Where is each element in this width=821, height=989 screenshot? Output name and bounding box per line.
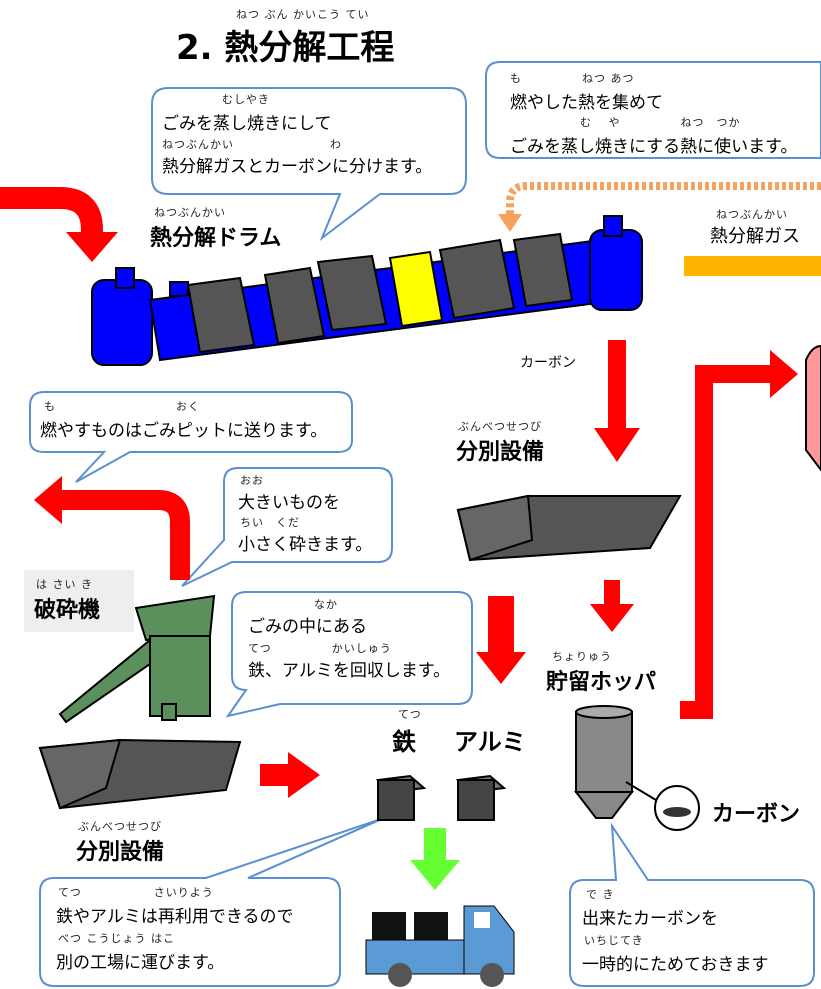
heat-line-1: 燃やした熱を集めて <box>510 93 663 113</box>
drum-ruby: ねつぶんかい <box>154 206 226 219</box>
hopper-to-tank-arrowhead <box>770 350 798 398</box>
burn-line: 燃やすものはごみピットに送ります。 <box>40 421 328 441</box>
hopper-ruby: ちょりゅう <box>552 650 612 663</box>
crush-ruby-1: おお <box>240 474 264 487</box>
hopper-to-tank-arrow <box>680 365 772 719</box>
recover-ruby-1: なか <box>314 598 338 611</box>
gas-label: 熱分解ガス <box>710 226 800 247</box>
callout-recycle <box>39 817 385 987</box>
callout-burn <box>29 391 353 483</box>
page-title: 2. 熱分解工程 <box>176 28 395 68</box>
burn-ruby: も おく <box>44 400 200 413</box>
recover-down-arrowhead <box>476 652 526 684</box>
steam-line-1: ごみを蒸し焼きにして <box>162 114 332 134</box>
crush-ruby-2: ちい くだ <box>240 516 300 529</box>
hopper-label: 貯留ホッパ <box>546 670 657 695</box>
callout-heat <box>485 61 821 159</box>
separator-1-shape <box>456 494 682 562</box>
callout-recover <box>225 591 473 718</box>
recycle-ruby-2: べつ こうじょう はこ <box>58 932 175 945</box>
crusher-return-arrow <box>60 490 190 580</box>
recover-down-shaft <box>488 596 514 652</box>
callout-crush <box>181 467 393 587</box>
sep-to-hopper-arrowhead <box>590 604 634 632</box>
storage-tank <box>805 344 821 472</box>
carbon-flow-label: カーボン <box>520 355 576 371</box>
separator2-label: 分別設備 <box>76 840 165 865</box>
truck-arrow-shaft <box>424 828 446 862</box>
truck-arrow-arrowhead <box>410 860 460 890</box>
separator-2-shape <box>38 738 242 810</box>
callout-steam <box>151 87 467 242</box>
input-arrowhead <box>66 232 118 262</box>
store-ruby-2: いちじてき <box>584 934 644 947</box>
sep2-to-metal-shaft <box>260 764 290 786</box>
crush-line-2: 小さく砕きます。 <box>238 535 373 555</box>
steam-ruby-1: むしやき <box>222 93 270 106</box>
recover-ruby-2: てつ かいしゅう <box>248 642 392 655</box>
callout-store <box>569 822 815 987</box>
separator2-ruby: ぶんべつせつび <box>78 820 162 833</box>
carbon-label: カーボン <box>712 802 801 827</box>
recover-line-1: ごみの中にある <box>248 617 367 637</box>
sep2-to-metal-arrowhead <box>288 752 320 798</box>
separator1-label: 分別設備 <box>456 440 545 465</box>
gas-pipe <box>684 256 821 276</box>
crusher-shape <box>58 594 216 724</box>
separator1-ruby: ぶんべつせつび <box>458 420 542 433</box>
heat-return-arrowhead <box>498 214 522 232</box>
aluminum-label: アルミ <box>454 728 526 756</box>
steam-ruby-2: ねつぶんかい わ <box>162 138 342 151</box>
input-arrow <box>0 187 103 240</box>
recover-line-2: 鉄、アルミを回収します。 <box>248 661 451 681</box>
recycle-line-2: 別の工場に運びます。 <box>56 953 225 973</box>
truck <box>365 905 515 987</box>
store-line-1: 出来たカーボンを <box>582 909 718 929</box>
aluminum-cube <box>455 774 507 821</box>
store-ruby-1: で き <box>586 888 615 901</box>
iron-label: 鉄 <box>392 728 416 756</box>
iron-cube <box>375 774 427 821</box>
carbon-down-shaft <box>608 340 626 430</box>
sep-to-hopper-shaft <box>604 580 620 604</box>
store-line-2: 一時的にためておきます <box>582 955 769 975</box>
gas-ruby: ねつぶんかい <box>716 208 788 221</box>
recycle-line-1: 鉄やアルミは再利用できるので <box>56 907 294 927</box>
title-ruby: ねつ ぶん かいこう てい <box>236 8 370 21</box>
steam-line-2: 熱分解ガスとカーボンに分けます。 <box>162 157 433 177</box>
iron-ruby: てつ <box>398 708 422 721</box>
heat-ruby-1: も ねつ あつ <box>510 72 635 85</box>
recycle-ruby-1: てつ さいりよう <box>58 886 214 899</box>
carbon-down-arrowhead <box>594 428 640 462</box>
storage-hopper <box>573 705 657 819</box>
crusher-label: 破砕機 <box>34 598 101 623</box>
heat-ruby-2: む や ねつ つか <box>580 116 741 129</box>
drum-label: 熱分解ドラム <box>150 226 282 251</box>
heat-return-arrow <box>506 182 821 216</box>
crush-line-1: 大きいものを <box>238 493 340 513</box>
pyrolysis-drum <box>91 215 643 366</box>
heat-line-2: ごみを蒸し焼きにする熱に使います。 <box>510 137 798 157</box>
crusher-ruby: は さい き <box>36 578 93 591</box>
crusher-label-bg <box>24 570 134 632</box>
crusher-return-arrowhead <box>34 476 62 524</box>
